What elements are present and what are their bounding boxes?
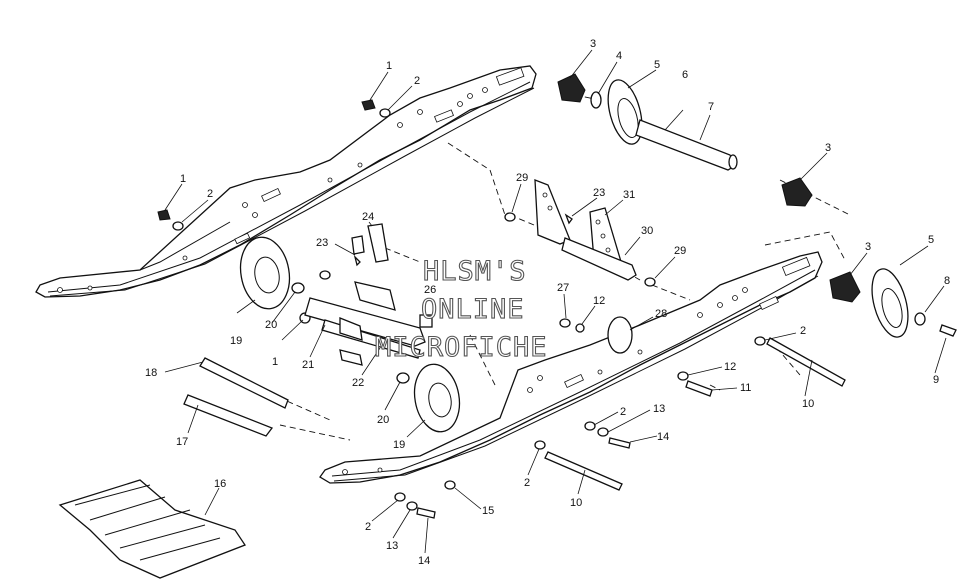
spring-clip	[607, 316, 633, 354]
leader-lines	[164, 49, 947, 554]
callout-4: 4	[616, 50, 622, 62]
watermark-line-3: MICROFICHE	[375, 332, 548, 363]
watermark-line-2: ONLINE	[421, 294, 525, 325]
callout-12a: 12	[593, 295, 605, 307]
front-idler-wheel-assembly	[781, 177, 957, 338]
callout-5a: 5	[654, 59, 660, 71]
callout-29a: 29	[516, 172, 528, 184]
cross-rods	[183, 357, 289, 437]
long-bolts	[544, 337, 846, 491]
callout-6: 6	[682, 69, 688, 81]
callout-28: 28	[655, 308, 667, 320]
callout-12b: 12	[724, 361, 736, 373]
link-arm	[351, 223, 389, 263]
rear-idler-wheel-assembly	[557, 73, 738, 171]
callout-24: 24	[362, 211, 374, 223]
callout-18: 18	[145, 367, 157, 379]
callout-2c: 2	[800, 325, 806, 337]
callout-13a: 13	[653, 403, 665, 415]
callout-27: 27	[557, 282, 569, 294]
callout-19a: 19	[230, 335, 242, 347]
callout-20a: 20	[265, 319, 277, 331]
pivot-shaft-assembly	[304, 281, 433, 366]
callout-10b: 10	[570, 497, 582, 509]
right-rail	[319, 251, 823, 484]
callout-8: 8	[944, 275, 950, 287]
left-rail	[35, 65, 537, 298]
callout-15: 15	[482, 505, 494, 517]
callout-11: 11	[740, 382, 751, 394]
callout-1b: 1	[180, 173, 186, 185]
callout-2f: 2	[365, 521, 371, 533]
callout-16: 16	[214, 478, 226, 490]
callout-numbers: 1 2 1 2 3 4 5 6 7 3 29 23 31 30 29 24 23…	[145, 38, 950, 567]
center-bracket-assembly	[534, 179, 637, 281]
callout-31: 31	[623, 189, 635, 201]
rear-wheels	[239, 236, 461, 433]
callout-3b: 3	[825, 142, 831, 154]
callout-13b: 13	[386, 540, 398, 552]
callout-2a: 2	[414, 75, 420, 87]
callout-2b: 2	[207, 188, 213, 200]
callout-2e: 2	[524, 477, 530, 489]
callout-2d: 2	[620, 406, 626, 418]
callout-7: 7	[708, 101, 714, 113]
callout-1a: 1	[386, 60, 392, 72]
callout-14b: 14	[418, 555, 430, 567]
callout-3c: 3	[865, 241, 871, 253]
callout-22: 22	[352, 377, 364, 389]
callout-23b: 23	[316, 237, 328, 249]
callout-10a: 10	[802, 398, 814, 410]
callout-3a: 3	[590, 38, 596, 50]
callout-9: 9	[933, 374, 939, 386]
callout-14a: 14	[657, 431, 669, 443]
callout-23a: 23	[593, 187, 605, 199]
watermark: HLSM'S ONLINE MICROFICHE	[374, 255, 548, 363]
watermark-line-1: HLSM'S	[423, 256, 527, 287]
callout-30: 30	[641, 225, 653, 237]
callout-20b: 20	[377, 414, 389, 426]
callout-21: 21	[302, 359, 314, 371]
callout-5b: 5	[928, 234, 934, 246]
callout-1c: 1	[272, 356, 278, 368]
track-section	[58, 479, 246, 579]
callout-19b: 19	[393, 439, 405, 451]
callout-29b: 29	[674, 245, 686, 257]
callout-17: 17	[176, 436, 188, 448]
callout-26: 26	[424, 284, 436, 296]
